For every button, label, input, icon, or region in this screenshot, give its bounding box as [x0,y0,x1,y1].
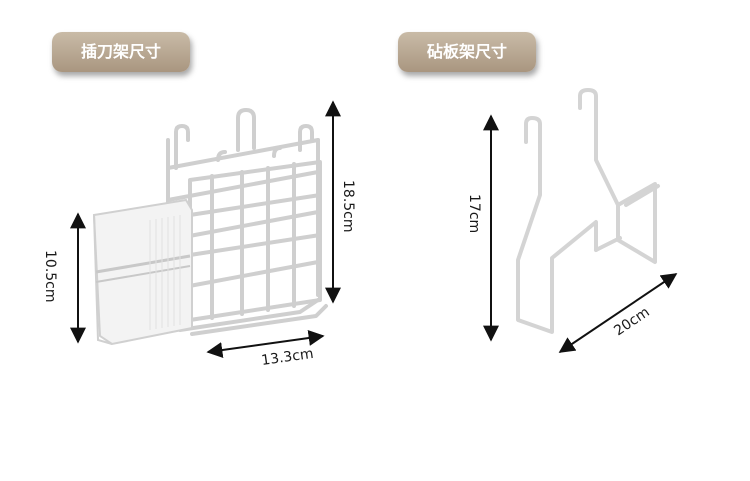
knife-rack-height-label: 18.5cm [340,180,356,233]
cup-holder-illustration [92,198,193,346]
knife-rack-width-label: 13.3cm [260,346,314,369]
cutting-board-height-label: 17cm [466,194,482,233]
knife-rack-dimension-lines [70,100,341,358]
cutting-board-rack-size-badge: 砧板架尺寸 [398,32,536,72]
cup-height-label: 10.5cm [42,250,58,303]
cutting-board-dimension-lines [483,114,678,353]
cutting-board-width-label: 20cm [611,304,652,339]
cutting-board-rack-illustration [516,88,660,334]
knife-rack-size-badge: 插刀架尺寸 [52,32,190,72]
